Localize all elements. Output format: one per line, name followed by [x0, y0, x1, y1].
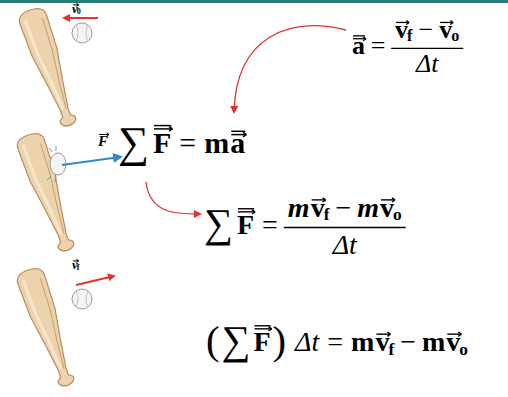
equation-term: ∑ [204, 204, 233, 245]
equation-term: ∑ [222, 321, 251, 362]
velocity-arrow [64, 17, 98, 19]
equation-term: v [311, 194, 325, 222]
ball [72, 289, 92, 309]
equation-term: − [335, 194, 351, 222]
equation-term: a [352, 33, 365, 59]
equation-term: f [324, 206, 330, 223]
equation-term: ) [273, 321, 287, 362]
equation-term: F [253, 328, 270, 356]
equation-term: − [400, 328, 416, 356]
equation-term: o [451, 28, 459, 44]
vector-label: 0 [77, 8, 81, 16]
equation-term: v [380, 194, 394, 222]
equation-term: v [439, 17, 452, 43]
bat [15, 130, 81, 254]
equation-term: f [407, 28, 412, 44]
force-arrow [62, 157, 120, 165]
equation-term: a [230, 128, 245, 158]
equation-term: m [422, 328, 445, 356]
bat [15, 265, 81, 389]
equation-term: m [357, 194, 379, 222]
equation-term: m [288, 194, 310, 222]
equation-term: f [388, 341, 394, 358]
equation-term: o [459, 341, 468, 358]
fraction-bar [391, 48, 463, 49]
ball [72, 23, 92, 43]
equation-term: ( [206, 321, 220, 362]
equation-term: − [418, 17, 433, 43]
vector-label: F [98, 134, 108, 149]
leader-curve [234, 26, 346, 112]
equation-term: v [375, 328, 389, 356]
vector-mark [254, 325, 270, 326]
equation-term: = [327, 328, 343, 356]
equation-term: = [179, 128, 196, 158]
equation-term: ∑ [118, 121, 149, 165]
equation-term: Δt [333, 231, 357, 259]
equation-term: Δt [416, 51, 438, 77]
equation-term: o [393, 206, 402, 223]
equation-term: F [153, 128, 171, 158]
leader-curve [146, 182, 200, 214]
equation-term: Δt [295, 328, 319, 356]
vector-label: f [77, 264, 80, 272]
equation-term: F [237, 211, 254, 239]
bat [17, 5, 83, 129]
velocity-arrow [76, 276, 114, 285]
equation-term: v [446, 328, 460, 356]
equation-term: m [351, 328, 374, 356]
equation-term: = [262, 211, 278, 239]
vector-mark [238, 208, 254, 209]
vector-mark [154, 125, 171, 127]
equation-term: = [371, 33, 386, 59]
fraction-bar [284, 227, 406, 228]
equation-term: v [395, 17, 408, 43]
equation-term: m [204, 128, 229, 158]
